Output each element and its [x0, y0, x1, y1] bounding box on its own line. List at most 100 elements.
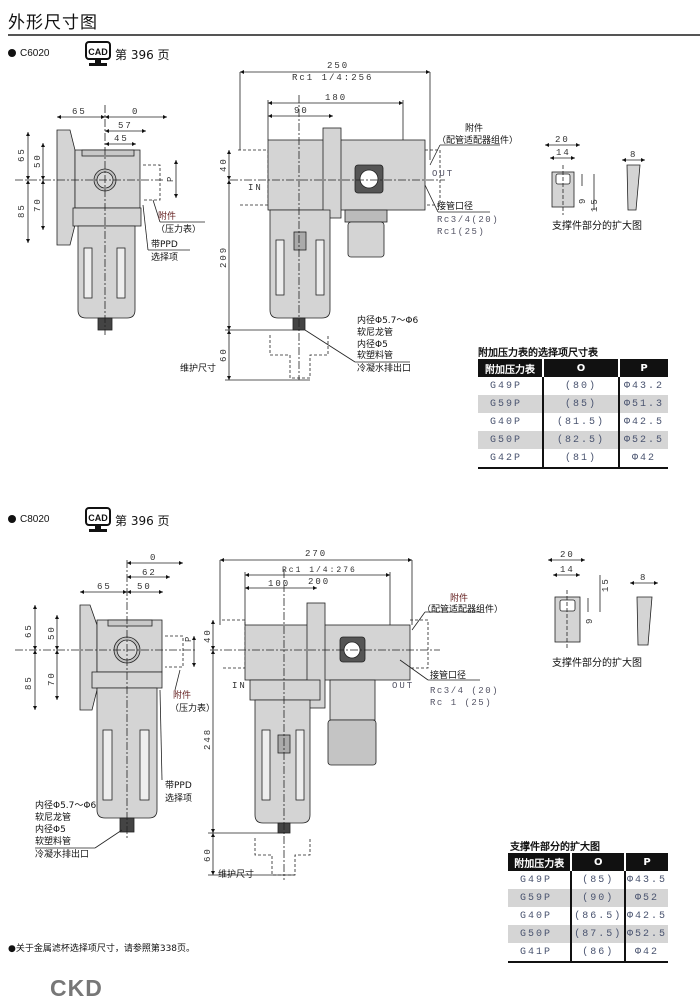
model-c6020: C6020: [8, 48, 49, 59]
dimension-label: 冷凝水排出口: [357, 362, 411, 374]
dimension-label: 60: [219, 347, 229, 362]
table-cell: (81): [543, 449, 620, 469]
table-row: G50P(87.5)Φ52.5: [508, 925, 668, 943]
table-row: G50P(82.5)Φ52.5: [478, 431, 668, 449]
dimension-label: 9: [578, 197, 588, 204]
dimension-label: 9: [585, 617, 595, 624]
cad-icon[interactable]: CAD: [85, 41, 111, 67]
table-row: G59P(90)Φ52: [508, 889, 668, 907]
dimension-label: 支撑件部分的扩大图: [552, 219, 642, 232]
dimension-label: 62: [142, 568, 157, 578]
col-o: O: [543, 359, 620, 377]
dimension-label: 内径Φ5: [357, 338, 388, 350]
dimension-label: 209: [219, 246, 229, 268]
dimension-label: （配管适配器组件）: [437, 134, 518, 146]
dimension-label: 14: [556, 148, 571, 158]
dimension-label: 20: [555, 135, 570, 145]
dimension-label: OUT: [392, 681, 414, 691]
table-cell: Φ42: [624, 943, 668, 963]
dimension-label: 支撑件部分的扩大图: [552, 656, 642, 669]
table-cell: Φ42.5: [623, 416, 664, 428]
dimension-label: 20: [560, 550, 575, 560]
dimension-label: Rc3/4 (20): [430, 686, 499, 696]
dimension-label: 0: [132, 107, 139, 117]
c6020-front-view: [15, 105, 205, 335]
table-cell: G42P: [478, 449, 544, 469]
title-divider: [8, 34, 700, 36]
c6020-side-view: [225, 70, 500, 381]
cad-page-link[interactable]: 第 396 页: [115, 514, 170, 528]
table-row: G40P(81.5)Φ42.5: [478, 413, 668, 431]
c8020-bracket-detail: [548, 558, 658, 650]
table-row: G49P(85)Φ43.5: [508, 871, 668, 889]
dimension-label: 50: [137, 582, 152, 592]
table-cell: (86): [571, 943, 626, 963]
dimension-label: 维护尺寸: [180, 362, 216, 374]
c8020-side-view: [208, 558, 480, 880]
dimension-label: 85: [17, 203, 27, 218]
dimension-label: 40: [219, 157, 229, 172]
gauge-option-table-c6020: 附加压力表 O P G49P(80)Φ43.2 G59P(85)Φ51.3 G4…: [478, 359, 668, 469]
col-p: P: [624, 853, 668, 871]
table-cell: G50P: [478, 431, 544, 449]
dimension-label: 65: [97, 582, 112, 592]
table-cell: Φ42: [619, 449, 668, 469]
gauge-option-table-c8020: 附加压力表 O P G49P(85)Φ43.5 G59P(90)Φ52 G40P…: [508, 853, 668, 963]
col-gauge: 附加压力表: [508, 853, 573, 871]
dimension-label: 附件: [465, 122, 483, 134]
table-row: G49P(80)Φ43.2: [478, 377, 668, 395]
table-cell: G59P: [508, 889, 573, 907]
table-cell: G41P: [508, 943, 573, 963]
dimension-label: 软尼龙管: [357, 326, 393, 338]
dimension-label: 250: [327, 61, 349, 71]
dimension-label: P: [184, 635, 194, 642]
dimension-label: 8: [630, 150, 637, 160]
dimension-label: 软塑料管: [35, 835, 71, 847]
dimension-label: 248: [203, 728, 213, 750]
footnote: ●关于金属滤杯选择项尺寸，请参照第338页。: [8, 944, 196, 954]
table-cell: (87.5): [571, 925, 626, 943]
col-gauge: 附加压力表: [478, 359, 544, 377]
dimension-label: 带PPD: [151, 239, 178, 250]
cad-icon[interactable]: CAD: [85, 507, 111, 533]
dimension-label: 65: [24, 623, 34, 638]
table-cell: (82.5): [543, 431, 620, 449]
table-cell: (90): [571, 889, 626, 907]
dimension-label: 接管口径: [437, 200, 473, 212]
dimension-label: 附件: [450, 592, 468, 604]
col-o: O: [571, 853, 626, 871]
dimension-label: 附件: [173, 689, 191, 701]
table-cell: Φ52: [624, 889, 668, 907]
dimension-label: （压力表）: [156, 223, 201, 235]
dimension-label: 65: [17, 147, 27, 162]
dimension-label: 40: [203, 628, 213, 643]
dimension-label: 选择项: [165, 792, 192, 804]
c6020-bracket-detail: [545, 143, 645, 215]
dimension-label: 冷凝水排出口: [35, 848, 89, 860]
dimension-label: 附件: [158, 210, 176, 222]
dimension-label: 15: [601, 577, 611, 592]
dimension-label: 选择项: [151, 251, 178, 263]
table-cell: Φ43.2: [623, 380, 664, 392]
table-row: G42P(81)Φ42: [478, 449, 668, 469]
table-cell: G40P: [508, 907, 573, 925]
table-cell: G50P: [508, 925, 573, 943]
c8020-front-view: [15, 560, 196, 849]
dimension-label: Rc 1 (25): [430, 698, 492, 708]
model-c8020: C8020: [8, 514, 49, 525]
dimension-label: CAD: [88, 513, 108, 523]
table-cell: (80): [543, 377, 620, 395]
dimension-label: 45: [114, 134, 129, 144]
table-row: G40P(86.5)Φ42.5: [508, 907, 668, 925]
dimension-label: （压力表）: [170, 702, 215, 714]
dimension-label: Rc1(25): [437, 227, 485, 237]
dimension-label: 8: [640, 573, 647, 583]
dimension-label: Rc3/4(20): [437, 215, 499, 225]
dimension-label: 维护尺寸: [218, 868, 254, 880]
dimension-label: 软塑料管: [357, 349, 393, 361]
cad-page-link[interactable]: 第 396 页: [115, 48, 170, 62]
dimension-label: IN: [232, 681, 247, 691]
dimension-label: 90: [294, 106, 309, 116]
dimension-label: 100: [268, 579, 290, 589]
